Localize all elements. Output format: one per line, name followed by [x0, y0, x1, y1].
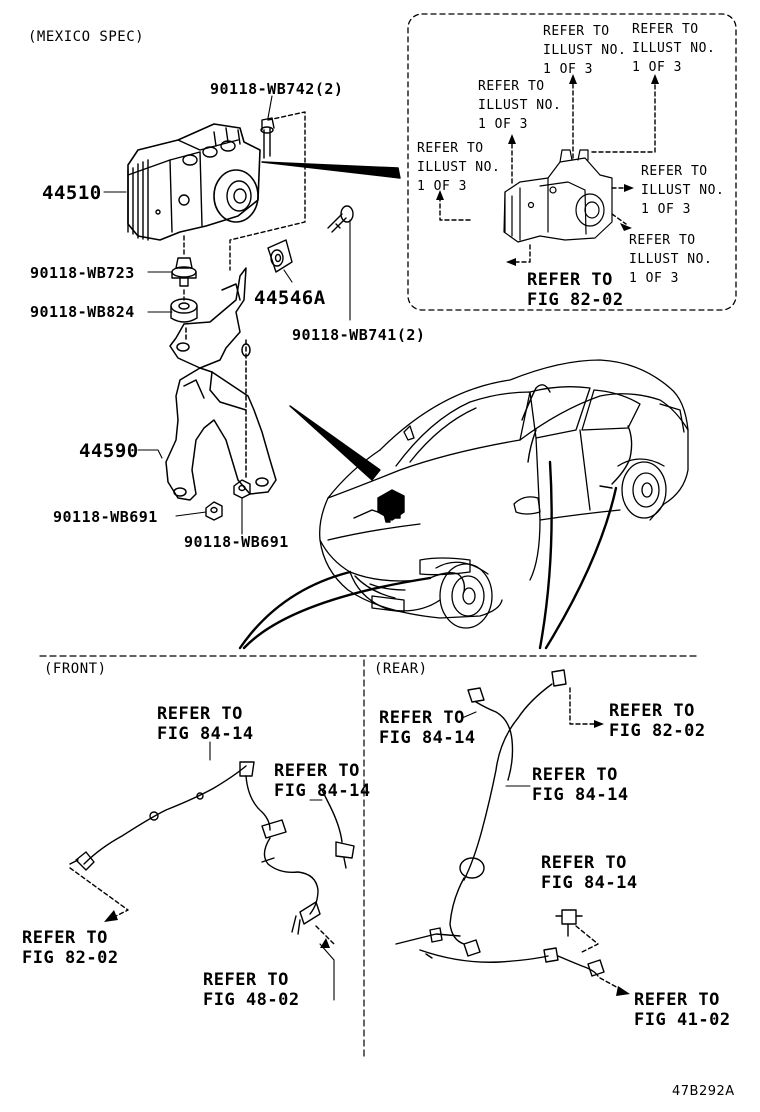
- front-wire-harness-icon: [69, 761, 355, 935]
- part-90118-wb741: 90118-WB741(2): [292, 326, 426, 344]
- grommet-wb824-icon: [170, 298, 198, 323]
- section-sweep-lines: [238, 460, 618, 650]
- inset-ref-fig-82-02: REFER TO FIG 82-02: [527, 270, 624, 310]
- front-ref-fig-84-14-a: REFER TO FIG 84-14: [157, 704, 254, 744]
- rear-ref-fig-84-14-c: REFER TO FIG 84-14: [541, 853, 638, 893]
- figure-id: 47B292A: [672, 1084, 735, 1099]
- nut-wb691-right-icon: [233, 479, 251, 499]
- rear-section-label: (REAR): [374, 661, 428, 677]
- inset-ref-top-center: REFER TO ILLUST NO. 1 OF 3: [543, 24, 627, 77]
- bolt-wb742-icon: [260, 117, 275, 159]
- part-90118-wb824: 90118-WB824: [30, 303, 135, 321]
- rear-arrowheads: [594, 720, 630, 996]
- inset-frame: [407, 13, 737, 311]
- rear-ref-fig-84-14-a: REFER TO FIG 84-14: [379, 708, 476, 748]
- part-44590: 44590: [79, 440, 139, 462]
- part-44510: 44510: [42, 182, 102, 204]
- spec-label: (MEXICO SPEC): [28, 29, 145, 45]
- inset-ref-right-lower: REFER TO ILLUST NO. 1 OF 3: [629, 233, 713, 286]
- part-90118-wb691-right: 90118-WB691: [184, 533, 289, 551]
- front-ref-fig-84-14-b: REFER TO FIG 84-14: [274, 761, 371, 801]
- inset-arrowheads: [436, 74, 659, 266]
- bracket-44590-icon: [165, 267, 277, 501]
- front-ref-fig-82-02: REFER TO FIG 82-02: [22, 928, 119, 968]
- part-90118-wb742: 90118-WB742(2): [210, 80, 344, 98]
- car-illustration-icon: [319, 359, 689, 629]
- car-callout-wedge: [289, 405, 381, 481]
- front-section-label: (FRONT): [44, 661, 107, 677]
- front-dashed-arrows: [69, 867, 335, 945]
- part-leaders: [103, 95, 351, 535]
- inset-abs-unit-icon: [503, 149, 613, 243]
- rear-ref-fig-41-02: REFER TO FIG 41-02: [634, 990, 731, 1030]
- callout-wedge: [261, 161, 401, 179]
- part-90118-wb723: 90118-WB723: [30, 264, 135, 282]
- nut-wb723-icon: [171, 257, 197, 287]
- rear-ref-fig-82-02: REFER TO FIG 82-02: [609, 701, 706, 741]
- inset-ref-left: REFER TO ILLUST NO. 1 OF 3: [417, 141, 501, 194]
- inset-leader-arrows: [439, 79, 656, 263]
- part-90118-wb691-left: 90118-WB691: [53, 508, 158, 526]
- nut-wb691-left-icon: [205, 501, 223, 521]
- front-arrowheads: [104, 910, 330, 948]
- rear-ref-fig-84-14-b: REFER TO FIG 84-14: [532, 765, 629, 805]
- part-44546a: 44546A: [254, 287, 326, 309]
- front-ref-fig-48-02: REFER TO FIG 48-02: [203, 970, 300, 1010]
- rear-wire-harness-icon: [395, 669, 605, 977]
- rear-leaders: [461, 711, 531, 787]
- car-wiring-icon: [353, 384, 633, 593]
- grommet-44546a-icon: [267, 239, 293, 273]
- inset-ref-top-right: REFER TO ILLUST NO. 1 OF 3: [632, 22, 716, 75]
- inset-ref-right-upper: REFER TO ILLUST NO. 1 OF 3: [641, 164, 725, 217]
- front-leaders: [209, 741, 335, 1001]
- abs-actuator-icon: [127, 123, 261, 241]
- car-abs-marker-icon: [377, 489, 405, 523]
- inset-ref-mid-center: REFER TO ILLUST NO. 1 OF 3: [478, 79, 562, 132]
- bolt-wb741-icon: [327, 205, 354, 233]
